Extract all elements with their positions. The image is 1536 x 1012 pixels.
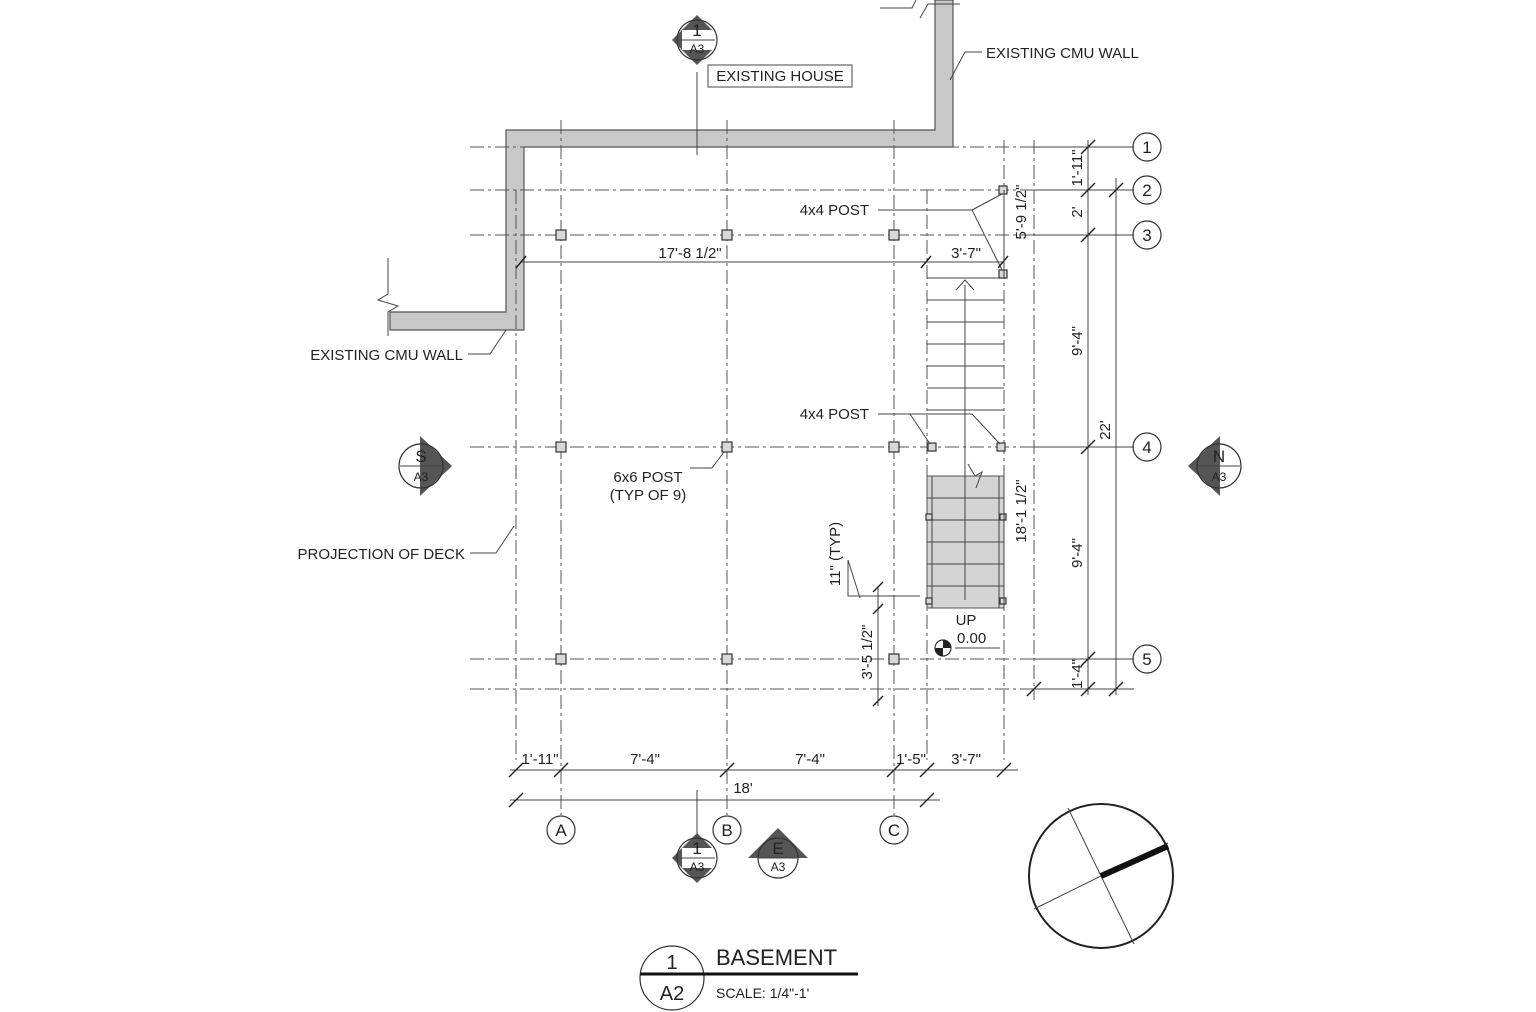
title-sheet: A2 — [660, 983, 684, 1005]
post-6x6 — [888, 229, 900, 241]
existing-cmu-wall — [376, 0, 960, 336]
grid-bubble-row-5: 5 — [1142, 650, 1151, 669]
dim-stair-run: 18'-1 1/2" — [1013, 479, 1030, 542]
dim-right-4: 9'-4" — [1069, 538, 1086, 568]
title-scale: SCALE: 1/4"-1' — [716, 985, 809, 1001]
post-4x4 — [996, 442, 1006, 452]
section-north-sheet: A3 — [1212, 470, 1227, 484]
post-6x6 — [888, 441, 900, 453]
grid-bubble-row-2: 2 — [1142, 181, 1151, 200]
section-marker-bottom: 1 A3 — [672, 833, 718, 883]
label-6x6-post: 6x6 POST — [613, 469, 682, 486]
section-east-num: E — [772, 839, 783, 858]
section-south-num: S — [415, 447, 426, 466]
section-north-num: N — [1213, 447, 1225, 466]
label-projection-of-deck: PROJECTION OF DECK — [297, 546, 465, 563]
dim-bottom-4: 1'-5" — [896, 751, 926, 768]
label-cmu-wall-left: EXISTING CMU WALL — [310, 347, 463, 364]
dim-top-span: 17'-8 1/2" — [658, 245, 721, 262]
post-6x6 — [555, 653, 567, 665]
dim-stair-typ: 11" (TYP) — [827, 522, 844, 586]
post-4x4 — [998, 269, 1008, 279]
post-4x4 — [999, 513, 1007, 521]
post-4x4 — [927, 442, 937, 452]
post-6x6 — [888, 653, 900, 665]
stair-dimensions: 5'-9 1/2" 18'-1 1/2" 11" (TYP) 3'-5 1/2" — [827, 185, 1030, 707]
section-marker-south: S A3 — [398, 436, 452, 496]
section-top-sheet: A3 — [690, 42, 705, 56]
right-dimensions: 1'-11" 2' 9'-4" 9'-4" 1'-4" 22' — [1026, 139, 1134, 697]
posts — [555, 185, 1008, 665]
label-4x4-post-mid: 4x4 POST — [800, 406, 869, 423]
grid-bubble-row-3: 3 — [1142, 226, 1151, 245]
dim-right-total: 22' — [1097, 420, 1114, 440]
labels: EXISTING HOUSE EXISTING CMU WALL EXISTIN… — [297, 45, 1139, 649]
section-top-num: 1 — [692, 21, 701, 40]
title-block: 1 A2 BASEMENT SCALE: 1/4"-1' — [639, 945, 858, 1011]
title-number: 1 — [666, 952, 677, 974]
grid-bubble-col-b: B — [721, 821, 732, 840]
post-6x6 — [555, 441, 567, 453]
grid-bubble-row-4: 4 — [1142, 438, 1151, 457]
stair — [926, 277, 1005, 609]
dim-stair-bottom: 3'-5 1/2" — [859, 625, 876, 680]
grid-bubble-row-1: 1 — [1142, 138, 1151, 157]
section-south-sheet: A3 — [414, 470, 429, 484]
section-marker-north: N A3 — [1188, 436, 1242, 496]
dim-bottom-3: 7'-4" — [795, 751, 825, 768]
dim-right-2: 2' — [1069, 206, 1086, 217]
dim-bottom-5: 3'-7" — [951, 751, 981, 768]
dim-right-3: 9'-4" — [1069, 326, 1086, 356]
post-4x4 — [925, 597, 933, 605]
dim-bottom-total: 18' — [733, 780, 753, 797]
section-bottom-num: 1 — [692, 839, 701, 858]
row-bubbles: 1 2 3 4 5 — [1132, 132, 1162, 674]
label-elevation: 0.00 — [957, 630, 986, 647]
post-6x6 — [555, 229, 567, 241]
label-existing-house: EXISTING HOUSE — [716, 68, 844, 85]
label-4x4-post-top: 4x4 POST — [800, 202, 869, 219]
title-basement: BASEMENT — [716, 945, 837, 970]
post-4x4 — [999, 597, 1007, 605]
column-bubbles: A B C — [546, 815, 909, 845]
dim-right-5: 1'-4" — [1069, 659, 1086, 689]
grid-bubble-col-a: A — [555, 821, 567, 840]
post-6x6 — [721, 229, 733, 241]
dim-top-stair: 3'-7" — [951, 245, 981, 262]
post-6x6 — [721, 441, 733, 453]
elevation-marker — [934, 639, 952, 657]
top-dimensions: 17'-8 1/2" 3'-7" — [515, 245, 1009, 269]
section-marker-top: 1 A3 — [672, 15, 718, 65]
post-4x4 — [998, 185, 1008, 195]
dim-bottom-1: 1'-11" — [521, 751, 558, 768]
post-4x4 — [925, 513, 933, 521]
grid-bubble-col-c: C — [888, 821, 900, 840]
section-marker-east: E A3 — [748, 828, 808, 879]
post-6x6 — [721, 653, 733, 665]
dim-right-1: 1'-11" — [1069, 149, 1086, 186]
dim-stair-top: 5'-9 1/2" — [1013, 185, 1030, 240]
gridlines — [470, 120, 1130, 815]
dim-bottom-2: 7'-4" — [630, 751, 660, 768]
section-bottom-sheet: A3 — [690, 860, 705, 874]
north-arrow — [1028, 803, 1174, 949]
section-east-sheet: A3 — [771, 860, 786, 874]
label-6x6-post-typ: (TYP OF 9) — [610, 487, 686, 504]
label-cmu-wall-top: EXISTING CMU WALL — [986, 45, 1139, 62]
leaders — [468, 51, 1003, 838]
bottom-dimensions: 1'-11" 7'-4" 7'-4" 1'-5" 3'-7" 18' — [508, 751, 1018, 808]
label-up: UP — [956, 612, 977, 629]
